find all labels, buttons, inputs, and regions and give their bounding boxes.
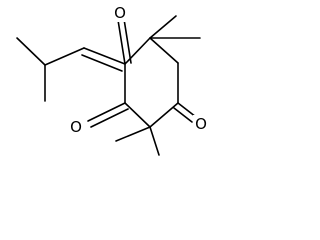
methyl-c2-up (149, 15, 177, 39)
o-top-label-bg (112, 4, 128, 22)
oxygen-label-right: O (195, 115, 207, 133)
carbonyl-top-bond-2 (123, 18, 132, 64)
chain-cb-to-methyl-up (16, 37, 46, 66)
carbonyl-left-bond-2 (90, 108, 129, 128)
exocyclic-double-bond-1 (83, 47, 126, 65)
carbonyl-top-bond-1 (117, 19, 126, 65)
bonds (16, 15, 201, 156)
carbonyl-left-bond-1 (87, 102, 126, 122)
ring-bond-c5-c6 (124, 102, 151, 128)
oxygen-label-left: O (70, 118, 82, 136)
atom-labels: O O O (68, 4, 209, 136)
chemical-structure: O O O (16, 4, 209, 156)
ring-bond-c2-c3 (149, 37, 179, 64)
carbonyl-right-bond-2 (173, 107, 193, 123)
chain-ch-to-cb (44, 47, 85, 66)
o-right-label-bg (193, 115, 209, 133)
methyl-c5-left (115, 126, 151, 142)
exocyclic-double-bond-2 (81, 54, 123, 72)
oxygen-label-top: O (114, 4, 126, 22)
carbonyl-right-bond-1 (177, 102, 197, 118)
methyl-c5-down (149, 126, 160, 156)
ring-bond-c4-c5 (149, 102, 179, 128)
o-left-label-bg (68, 118, 84, 136)
ring-bond-c1-c2 (124, 37, 151, 65)
